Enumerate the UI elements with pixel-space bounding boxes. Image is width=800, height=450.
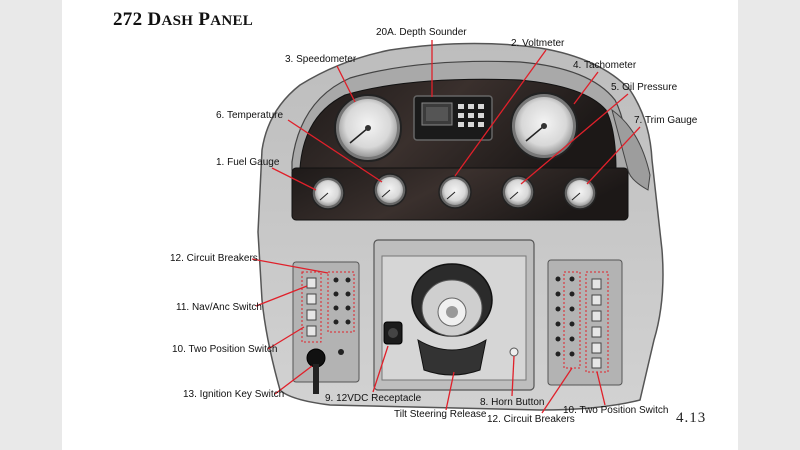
right-side-panel (611, 108, 651, 191)
label-speedometer: 3. Speedometer (285, 54, 357, 65)
label-circuit-breakers-left: 12. Circuit Breakers (170, 253, 258, 264)
right-switch-icons (555, 276, 575, 357)
trim-gauge-icon (563, 176, 597, 210)
fuel-gauge-icon (311, 176, 345, 210)
label-tachometer: 4. Tachometer (573, 60, 637, 71)
ignition-key-icon (306, 348, 326, 394)
oil-pressure-gauge-icon (501, 175, 535, 209)
label-depth-sounder: 20A. Depth Sounder (376, 27, 467, 38)
label-nav-anc-switch: 11. Nav/Anc Switch (176, 302, 262, 313)
label-two-position-switch-left: 10. Two Position Switch (172, 344, 278, 355)
right-toggle-icons (591, 278, 602, 369)
label-two-position-switch-right: 10. Two Position Switch (563, 405, 669, 416)
label-temperature: 6. Temperature (216, 110, 284, 121)
label-oil-pressure: 5. Oil Pressure (611, 82, 678, 93)
page-title: 272 DASH PANEL (113, 9, 254, 30)
page-number: 4.13 (676, 410, 707, 426)
voltmeter-gauge-icon (438, 175, 472, 209)
depth-sounder-icon (413, 95, 493, 141)
label-12vdc-receptacle: 9. 12VDC Receptacle (325, 393, 422, 404)
left-switch-highlight (301, 271, 322, 343)
label-horn-button: 8. Horn Button (480, 397, 545, 408)
left-breaker-icons (333, 277, 351, 355)
label-trim-gauge: 7. Trim Gauge (634, 115, 698, 126)
speedometer-icon (334, 94, 402, 162)
callout-lines (251, 40, 641, 414)
12vdc-receptacle-icon (383, 321, 403, 345)
label-circuit-breakers-bottom: 12. Circuit Breakers (487, 414, 575, 425)
left-switch-icons (306, 277, 317, 337)
label-tilt-steering-release: Tilt Steering Release (394, 409, 487, 420)
right-switch-panel (547, 259, 623, 386)
steering-hub-icon (411, 263, 493, 376)
label-fuel-gauge: 1. Fuel Gauge (216, 157, 280, 168)
temperature-gauge-icon (373, 173, 407, 207)
label-ignition-key-switch: 13. Ignition Key Switch (183, 389, 285, 400)
horn-button-icon (509, 347, 519, 357)
tachometer-icon (510, 92, 578, 160)
left-breaker-highlight (327, 271, 355, 333)
label-voltmeter: 2. Voltmeter (511, 38, 565, 49)
